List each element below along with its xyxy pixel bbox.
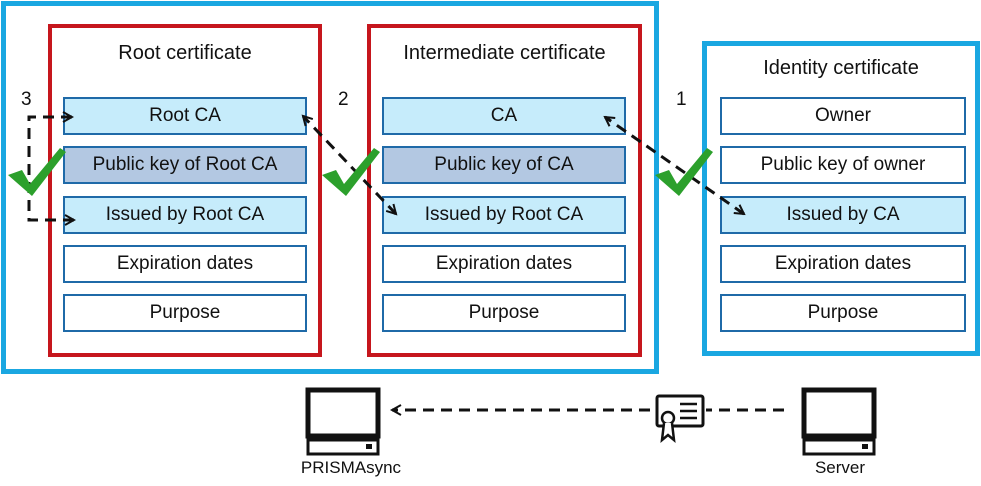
intermediate-field-purpose: Purpose xyxy=(382,294,626,332)
identity-field-expiration: Expiration dates xyxy=(720,245,966,283)
identity-field-purpose: Purpose xyxy=(720,294,966,332)
root-field-issuer: Issued by Root CA xyxy=(63,196,307,234)
root-certificate-title: Root certificate xyxy=(118,42,252,64)
intermediate-certificate-title: Intermediate certificate xyxy=(403,42,606,64)
dashed-arrow-icon xyxy=(27,117,74,220)
intermediate-field-expiration: Expiration dates xyxy=(382,245,626,283)
step-2-label: 2 xyxy=(338,89,349,110)
monitor-icon xyxy=(305,387,381,456)
checkmark-icon xyxy=(8,148,66,196)
identity-field-public-key: Public key of owner xyxy=(720,146,966,184)
dashed-arrow-icon xyxy=(303,116,396,214)
checkmark-icon xyxy=(655,148,713,196)
checkmark-icon xyxy=(322,148,380,196)
identity-certificate-title: Identity certificate xyxy=(763,57,919,79)
root-field-subject: Root CA xyxy=(63,97,307,135)
step-3-label: 3 xyxy=(21,89,32,110)
root-field-purpose: Purpose xyxy=(63,294,307,332)
intermediate-field-issuer: Issued by Root CA xyxy=(382,196,626,234)
intermediate-field-subject: CA xyxy=(382,97,626,135)
client-caption: PRISMAsync xyxy=(300,458,402,477)
step-1-label: 1 xyxy=(676,89,687,110)
certificate-icon xyxy=(655,394,705,443)
root-field-expiration: Expiration dates xyxy=(63,245,307,283)
server-caption: Server xyxy=(814,458,866,477)
monitor-icon xyxy=(801,387,877,456)
identity-field-issuer: Issued by CA xyxy=(720,196,966,234)
dashed-arrow-icon xyxy=(605,115,744,216)
